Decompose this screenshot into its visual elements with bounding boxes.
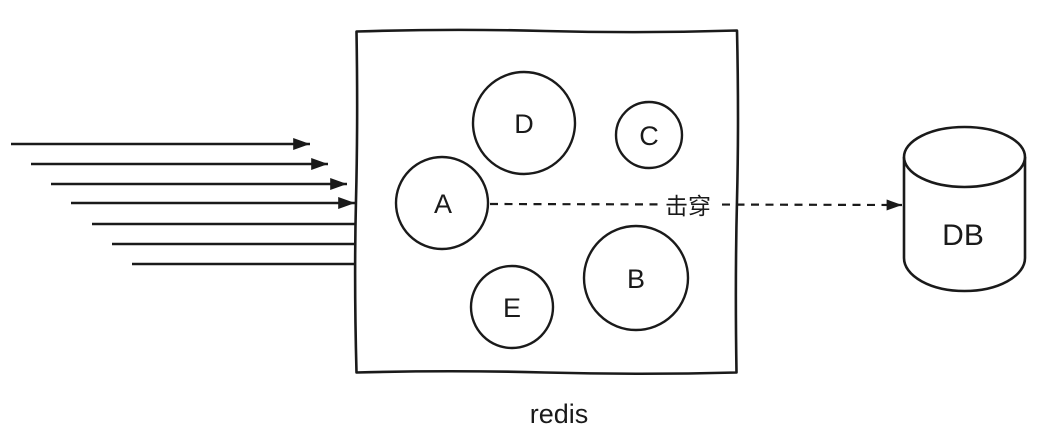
cache-node-a-circle [394, 155, 490, 251]
cache-node-a: A [394, 155, 490, 251]
redis-caption: redis [530, 399, 589, 429]
cache-node-b-label: B [627, 264, 645, 294]
cache-node-a-label: A [434, 189, 452, 219]
cache-node-b: B [582, 224, 690, 332]
cache-node-e: E [469, 264, 555, 350]
cache-node-b-circle [582, 224, 690, 332]
breakdown-label-background [660, 191, 717, 219]
cache-node-d-label: D [514, 109, 534, 139]
db-label: DB [942, 219, 984, 252]
breakdown-label: 击穿 [665, 193, 711, 219]
request-arrows [11, 138, 431, 270]
db-cylinder: DB [902, 125, 1027, 293]
cache-node-c-label: C [639, 121, 659, 151]
cache-node-c-circle [614, 100, 684, 170]
cache-node-c: C [614, 100, 684, 170]
db-cylinder-top [902, 125, 1027, 189]
cache-node-e-circle [469, 264, 555, 350]
cache-node-d: D [471, 70, 577, 176]
cache-node-e-label: E [503, 293, 521, 323]
db-cylinder-body [902, 157, 1027, 293]
cache-node-d-circle [471, 70, 577, 176]
breakdown-arrow: 击穿 [489, 191, 903, 219]
